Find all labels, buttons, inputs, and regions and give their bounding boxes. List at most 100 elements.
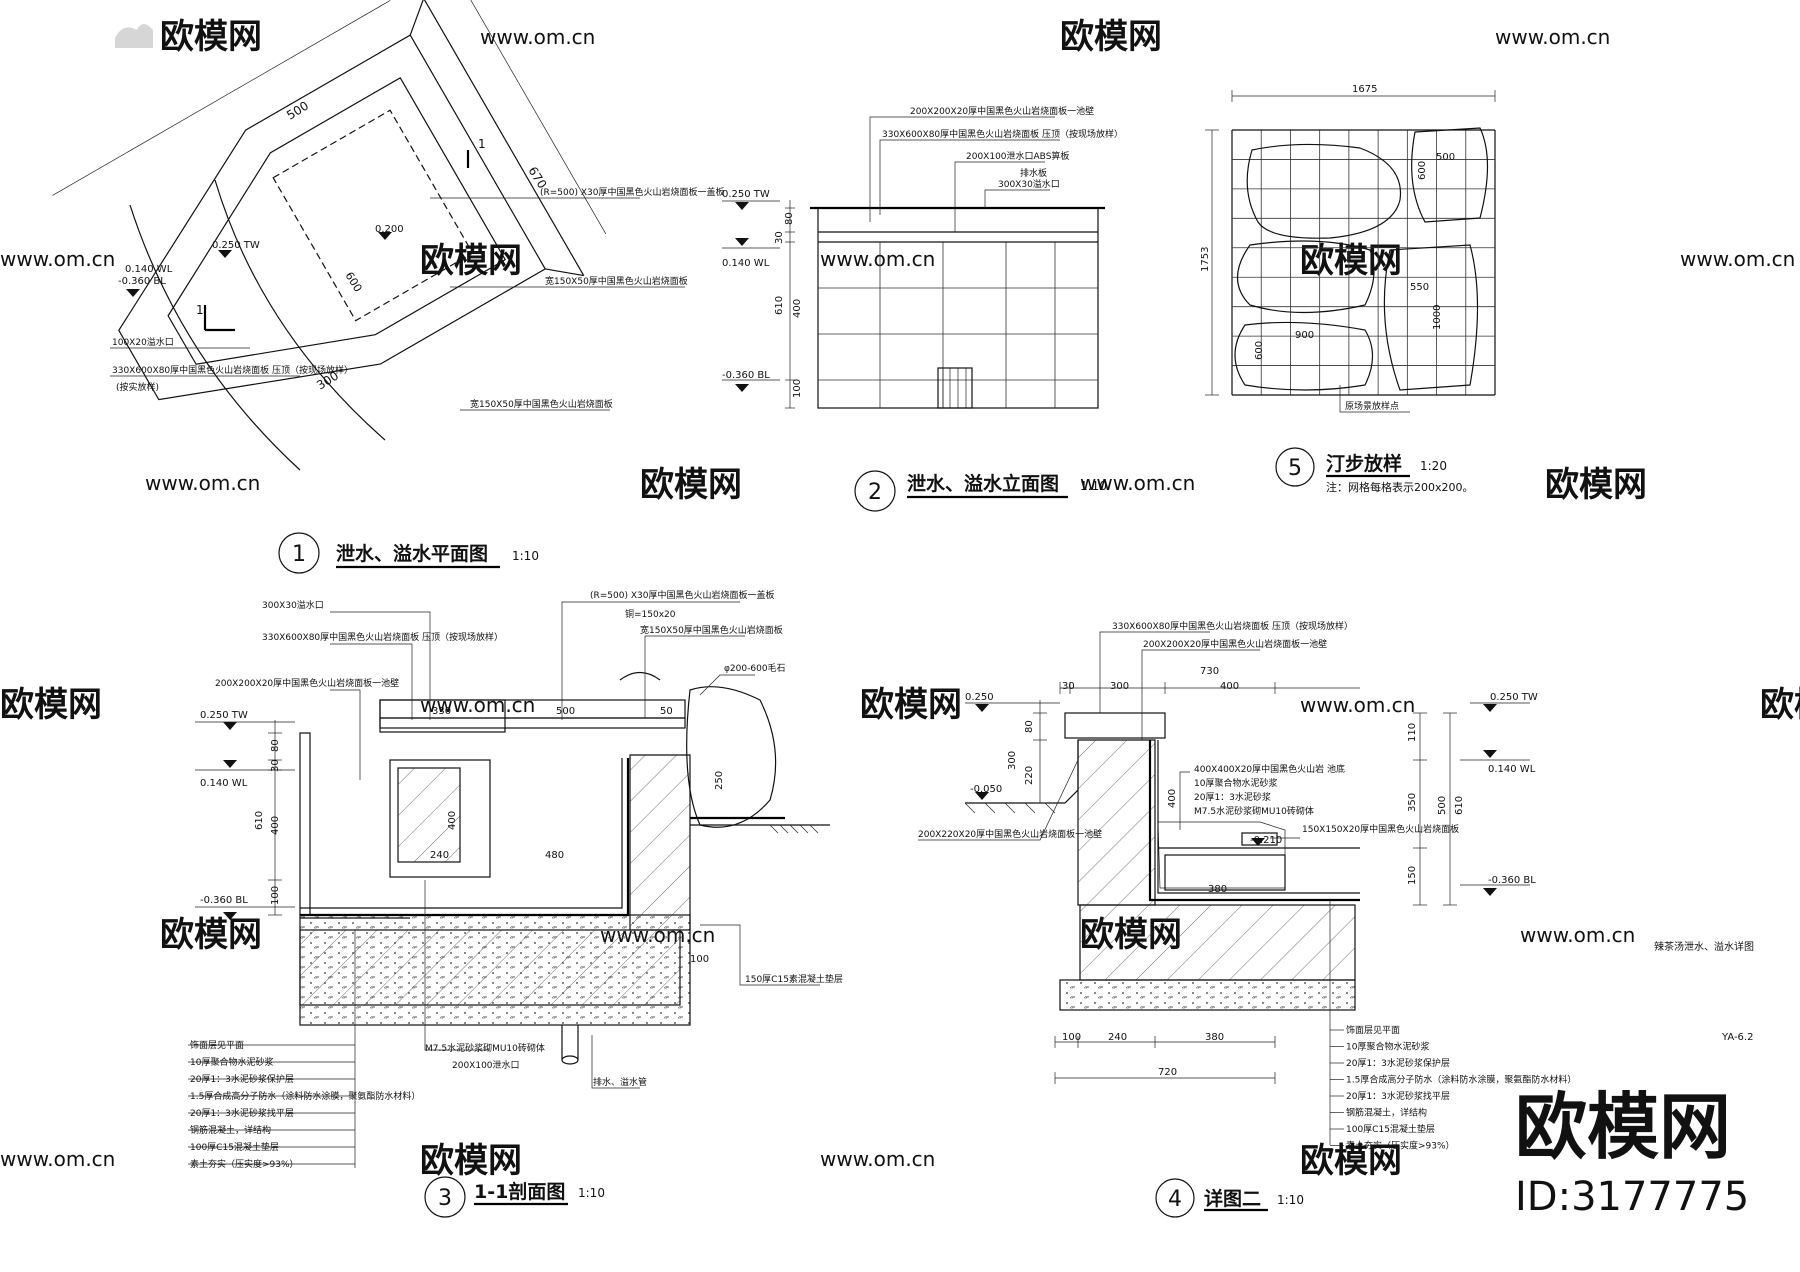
- drawing-scale: 1:10: [578, 1186, 605, 1200]
- stone-dim: 550: [1410, 282, 1429, 293]
- watermark-logo-icon: [115, 24, 153, 48]
- section-dim: 240: [430, 850, 449, 861]
- drawing-number-circle: [854, 470, 896, 512]
- detail-dim: 100: [1062, 1032, 1081, 1043]
- level-label: -0.210: [1250, 835, 1282, 846]
- section-material-legend: 饰面层见平面10厚聚合物水泥砂浆20厚1：3水泥砂浆保护层1.5厚合成高分子防水…: [188, 1039, 420, 1170]
- section-1-1: 80 30 610 400 100 0.250 TW 0.140 WL -0.3…: [188, 589, 843, 1170]
- section-dim: 400: [447, 811, 458, 830]
- legend-item: 1.5厚合成高分子防水（涂料防水涂膜，聚氨酯防水材料）: [1346, 1074, 1576, 1086]
- section-note: 铜=150x20: [625, 608, 676, 620]
- drawing-number: 2: [868, 480, 882, 505]
- detail-note: 330X600X80厚中国黑色火山岩烧面板 压顶（按现场放样）: [1112, 620, 1353, 632]
- section-note: 200X200X20厚中国黑色火山岩烧面板一池壁: [215, 677, 399, 689]
- plan-note: 330X600X80厚中国黑色火山岩烧面板 压顶（按现场放样）: [112, 364, 353, 376]
- legend-item: 钢筋混凝土，详结构: [1346, 1107, 1427, 1119]
- watermark-brand: 欧模网: [860, 685, 962, 725]
- plan-note: 宽150X50厚中国黑色火山岩烧面板: [545, 275, 688, 287]
- watermark-url: www.om.cn: [1080, 471, 1195, 495]
- plan-view: 500 670 300 600 1 1 0.250 TW 0.200 0.140…: [52, 0, 724, 471]
- watermark-brand: 欧模网: [160, 915, 262, 955]
- detail-dim: 110: [1407, 723, 1418, 742]
- detail-dim: 380: [1205, 1032, 1224, 1043]
- section-dim: 50: [660, 706, 673, 717]
- stepping-stone-layout: 1675 1753 500 550 1000 600 900 600 原场景放样…: [1200, 84, 1496, 413]
- detail-dim: 30: [1062, 681, 1075, 692]
- elev-note: 200X200X20厚中国黑色火山岩烧面板一池壁: [910, 105, 1094, 117]
- title-block-4: 4 详图二 1:10: [1155, 1178, 1304, 1218]
- stone-dim: 1000: [1432, 305, 1443, 330]
- section-note: 300X30溢水口: [262, 599, 324, 611]
- drawing-title: 泄水、溢水平面图: [336, 542, 488, 565]
- legend-item: 素土夯实（压实度>93%）: [190, 1158, 299, 1170]
- legend-item: 1.5厚合成高分子防水（涂料防水涂膜，聚氨酯防水材料）: [190, 1090, 420, 1102]
- section-dim: 610: [254, 811, 265, 830]
- drawing-titles: 1 泄水、溢水平面图 1:10 2 泄水、溢水立面图 1:10 5 汀步放样 1…: [278, 447, 1754, 1218]
- level-label: 0.140 WL: [125, 264, 173, 275]
- watermark-brand: 欧模网: [420, 1141, 522, 1181]
- watermark-brand: 欧模网: [1060, 17, 1162, 57]
- concrete-wall: [629, 754, 691, 931]
- level-label: -0.050: [970, 784, 1002, 795]
- detail-dim: 300: [1110, 681, 1129, 692]
- elevation-view: 80 30 610 400 100 0.250 TW 0.140 WL -0.3…: [722, 105, 1123, 409]
- title-block-5: 5 汀步放样 1:20 注：网格每格表示200x200。: [1275, 447, 1474, 494]
- detail-note: 150X150X20厚中国黑色火山岩烧面板: [1302, 823, 1459, 835]
- watermark-brand: 欧模网: [1545, 465, 1647, 505]
- concrete-base: [299, 929, 681, 1006]
- section-note: φ200-600毛石: [724, 662, 786, 674]
- watermark-url: www.om.cn: [0, 1147, 115, 1171]
- watermark-brand: 欧模网: [1300, 1141, 1402, 1181]
- detail-dim: 80: [1024, 720, 1035, 733]
- watermark-brand-large: 欧模网: [1515, 1085, 1731, 1169]
- stone-dim: 500: [1436, 152, 1455, 163]
- legend-item: 10厚聚合物水泥砂浆: [190, 1056, 273, 1068]
- detail-dim: 350: [1407, 793, 1418, 812]
- elev-dim: 100: [792, 379, 803, 398]
- sheet-number: YA-6.2: [1721, 1032, 1753, 1043]
- section-dim: 480: [545, 850, 564, 861]
- drawing-title: 泄水、溢水立面图: [907, 472, 1059, 495]
- section-dim: 400: [270, 816, 281, 835]
- section-note: 200X100泄水口: [452, 1059, 520, 1071]
- drawing-title: 1-1剖面图: [474, 1180, 565, 1203]
- plan-note: (R=500) X30厚中国黑色火山岩烧面板一盖板: [540, 186, 724, 198]
- section-dim: 100: [690, 954, 709, 965]
- watermark-brand: 欧模网: [160, 17, 262, 57]
- drawing-number: 4: [1168, 1187, 1182, 1212]
- plan-note: (按实放样): [116, 381, 159, 393]
- title-block-3: 3 1-1剖面图 1:10: [424, 1176, 605, 1218]
- watermark-url: www.om.cn: [1300, 693, 1415, 717]
- plan-dim: 670: [525, 164, 549, 191]
- detail-dim: 720: [1158, 1067, 1177, 1078]
- level-label: 0.250 TW: [212, 240, 260, 251]
- drawing-scale: 1:10: [512, 549, 539, 563]
- level-label: -0.360 BL: [118, 276, 166, 287]
- legend-item: 素土夯实（压实度>93%）: [1346, 1140, 1455, 1152]
- watermark-url: www.om.cn: [145, 471, 260, 495]
- detail-dim: 400: [1220, 681, 1239, 692]
- level-label: 0.250 TW: [1490, 692, 1538, 703]
- section-dim: 30: [270, 759, 281, 772]
- legend-item: 20厚1：3水泥砂浆保护层: [1346, 1057, 1450, 1069]
- detail-dim: 610: [1454, 796, 1465, 815]
- level-label: -0.360 BL: [1488, 875, 1536, 886]
- watermark-url: www.om.cn: [820, 247, 935, 271]
- watermark-brand: 欧模网: [640, 465, 742, 505]
- level-label: -0.360 BL: [200, 895, 248, 906]
- level-label: -0.360 BL: [722, 370, 770, 381]
- watermark-brand: 欧模网: [0, 685, 102, 725]
- legend-item: 100厚C15混凝土垫层: [190, 1141, 279, 1153]
- plan-dim: 600: [342, 270, 364, 295]
- watermark-brand: 欧模网: [1300, 241, 1402, 281]
- title-block-2: 2 泄水、溢水立面图 1:10: [854, 470, 1107, 512]
- drawing-number-circle: [424, 1176, 466, 1218]
- watermark-url: www.om.cn: [1495, 25, 1610, 49]
- detail-dim: 300: [1007, 751, 1018, 770]
- detail-dim: 380: [1208, 884, 1227, 895]
- plan-note: 宽150X50厚中国黑色火山岩烧面板: [470, 398, 613, 410]
- elev-dim: 610: [774, 296, 785, 315]
- section-dim: 100: [270, 886, 281, 905]
- section-note: 排水、溢水管: [593, 1076, 647, 1088]
